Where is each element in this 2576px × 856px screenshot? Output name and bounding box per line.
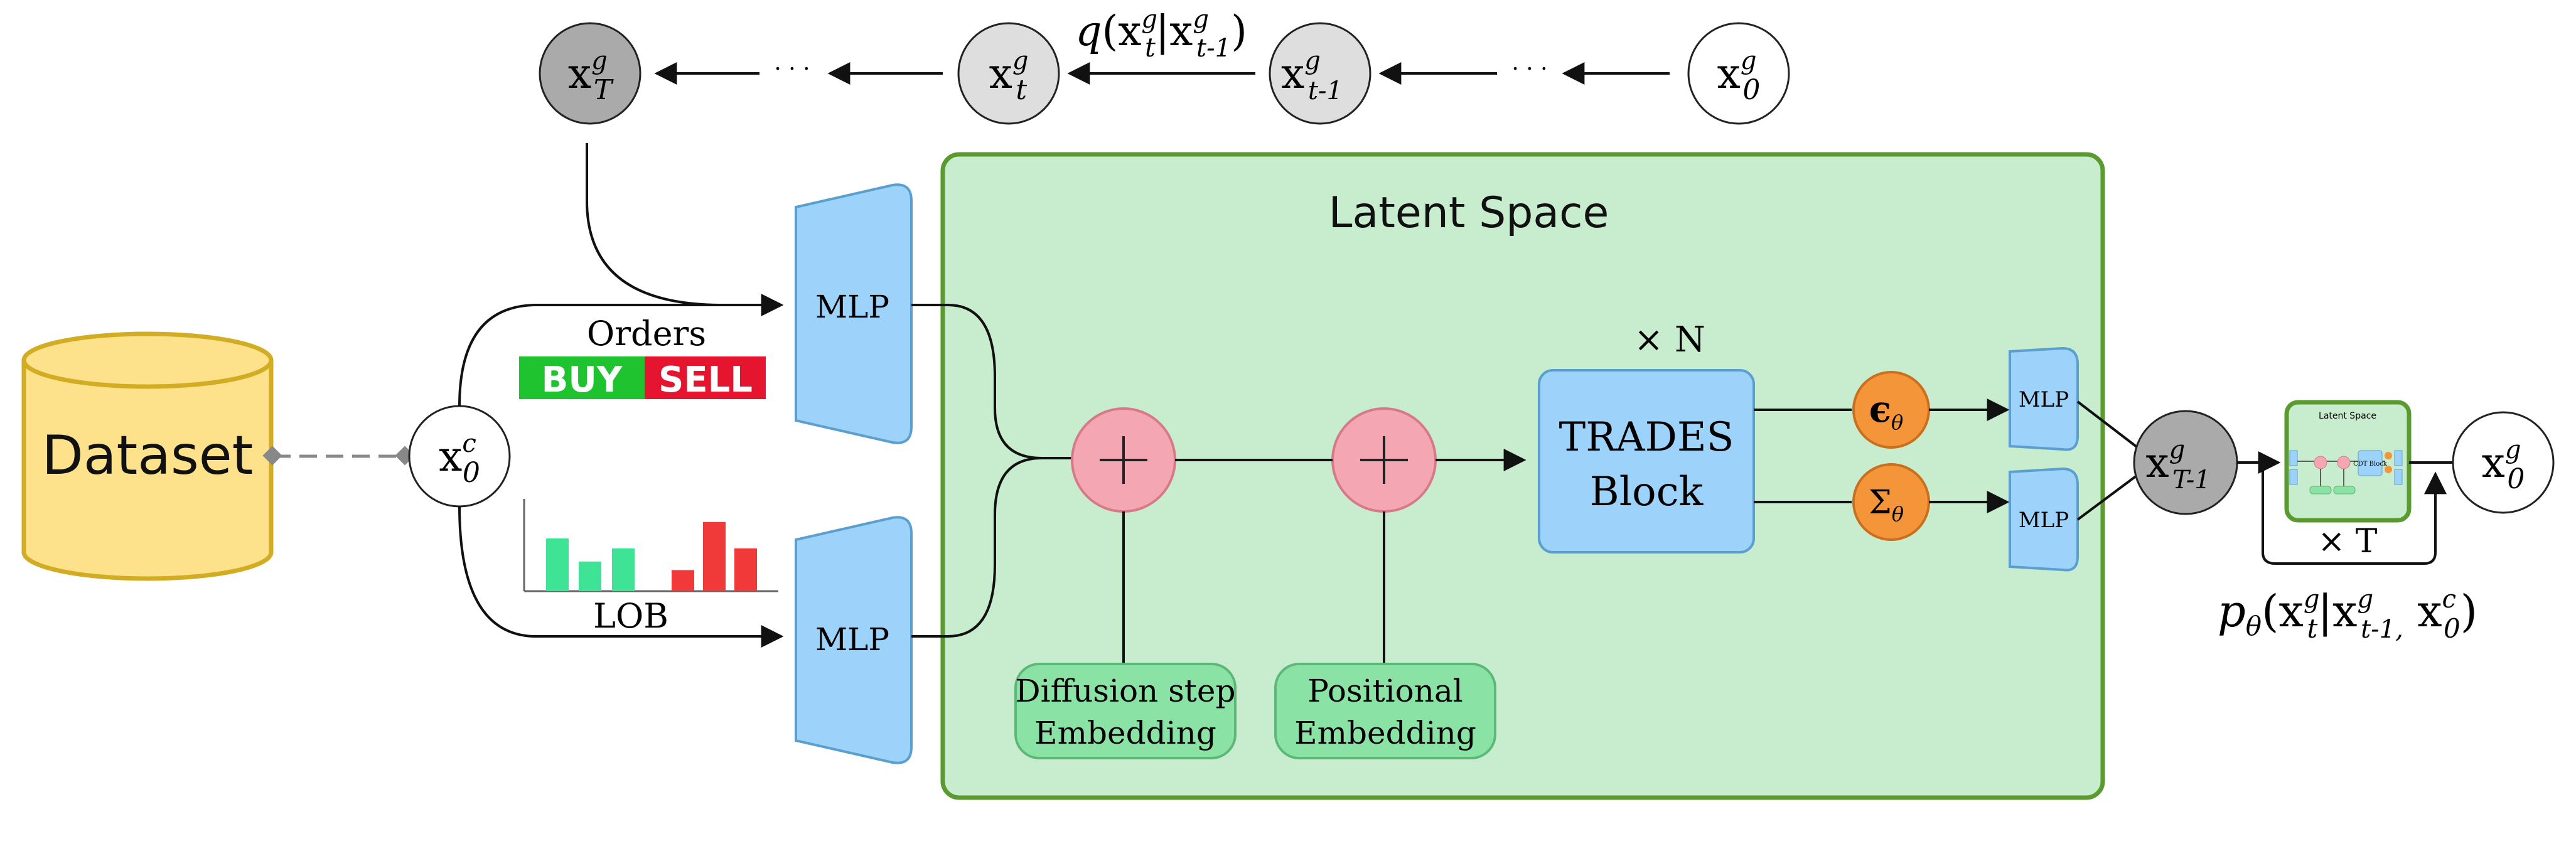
trades-block: TRADES Block <box>1538 369 1755 554</box>
node-xt1g <box>1269 22 1371 125</box>
svg-text:MLP: MLP <box>2019 508 2069 533</box>
dataset-cylinder: Dataset <box>21 331 274 581</box>
lob-bar <box>612 548 635 591</box>
svg-text:Embedding: Embedding <box>1294 715 1476 751</box>
sigma-theta-node: Σθ <box>1852 463 1930 541</box>
svg-text:xg0: xg0 <box>1717 46 1761 106</box>
svg-text:xgT-1: xgT-1 <box>2145 436 2210 495</box>
node-x0g-top <box>1687 22 1790 125</box>
svg-text:xgt-1: xgt-1 <box>1281 46 1343 105</box>
lob-bar <box>546 538 569 591</box>
lob-bar-chart <box>523 499 778 592</box>
svg-text:Embedding: Embedding <box>1034 715 1216 751</box>
svg-text:MLP: MLP <box>815 621 889 658</box>
mlp-epsilon: MLP <box>2009 346 2079 451</box>
ellipsis-left: · · · <box>774 56 810 82</box>
svg-text:Diffusion step: Diffusion step <box>1015 673 1235 709</box>
latent-space-title: Latent Space <box>1329 188 1609 238</box>
node-xTg <box>539 22 641 125</box>
svg-text:TRADES: TRADES <box>1559 414 1734 461</box>
orders-label: Orders <box>587 314 706 353</box>
times-t-label: × T <box>2318 523 2378 560</box>
svg-text:CDT Block: CDT Block <box>2353 461 2388 468</box>
lob-label: LOB <box>593 596 668 636</box>
svg-text:Positional: Positional <box>1307 673 1463 709</box>
mlp-lob: MLP <box>795 516 913 764</box>
svg-text:ϵθ: ϵθ <box>1869 388 1904 434</box>
svg-text:xg0: xg0 <box>2482 436 2525 495</box>
svg-text:Latent Space: Latent Space <box>2319 411 2376 421</box>
dataset-label: Dataset <box>42 424 254 487</box>
svg-text:xc0: xc0 <box>439 429 480 489</box>
mlp-sigma: MLP <box>2009 467 2079 572</box>
node-xtg <box>957 22 1060 125</box>
lob-bar <box>672 570 694 591</box>
svg-text:Σθ: Σθ <box>1869 484 1904 526</box>
positional-embedding: Positional Embedding <box>1274 663 1496 759</box>
lob-bar <box>734 548 757 591</box>
lob-bar <box>579 561 601 591</box>
ellipsis-right: · · · <box>1511 56 1547 82</box>
mlp-orders: MLP <box>795 183 913 444</box>
svg-text:SELL: SELL <box>658 360 753 400</box>
diffusion-step-embedding: Diffusion step Embedding <box>1014 663 1237 759</box>
node-x0g-out <box>2452 411 2555 514</box>
mini-latent-thumbnail: Latent Space CDT Block <box>2284 400 2412 523</box>
plus-node-2 <box>1331 407 1437 513</box>
svg-text:xgT: xgT <box>568 46 614 106</box>
times-n-label: × N <box>1634 319 1705 360</box>
svg-text:MLP: MLP <box>2019 387 2069 412</box>
sell-badge <box>645 356 766 399</box>
buy-badge <box>519 356 645 399</box>
svg-text:Block: Block <box>1590 469 1704 515</box>
plus-node-1 <box>1071 407 1176 513</box>
epsilon-theta-node: ϵθ <box>1852 371 1930 449</box>
svg-text:MLP: MLP <box>815 289 889 325</box>
svg-text:xgt: xgt <box>989 46 1029 106</box>
svg-text:BUY: BUY <box>542 360 623 400</box>
latent-space-panel <box>940 152 2105 800</box>
lob-bar <box>703 522 726 591</box>
